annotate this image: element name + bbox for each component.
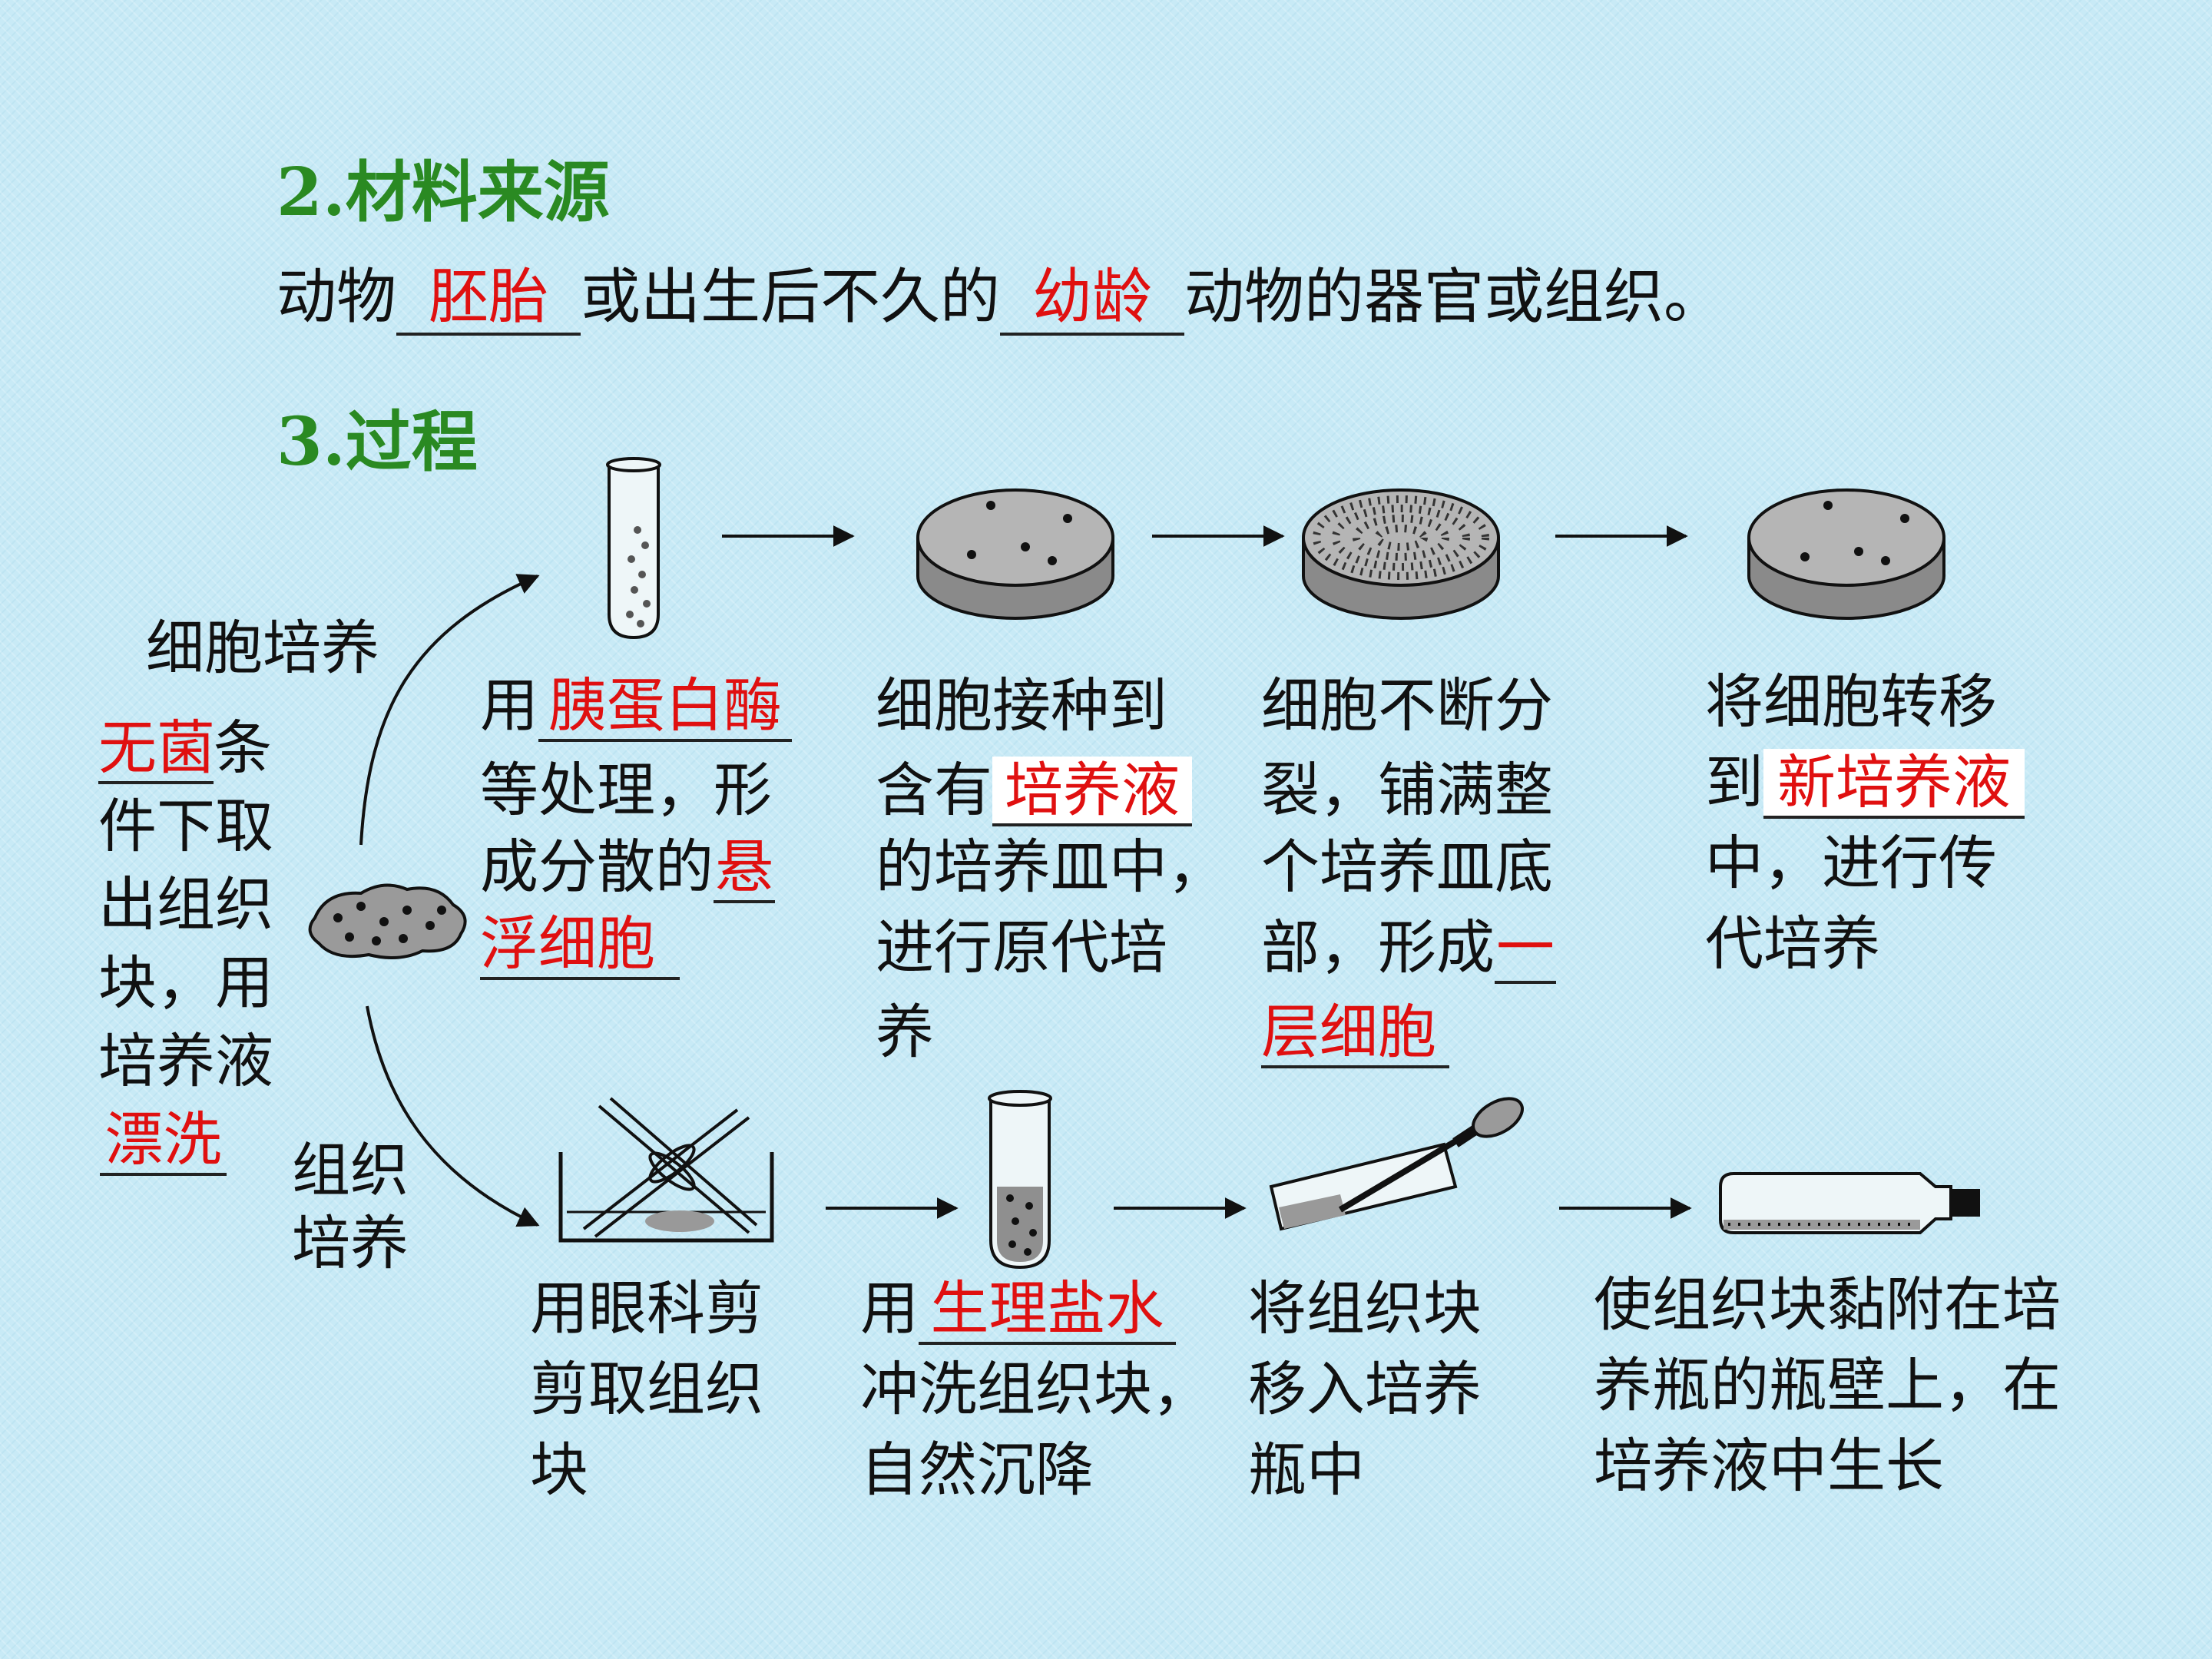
- bottom-step1-line3: 块: [530, 1435, 588, 1504]
- top-step3-line2: 裂，铺满整: [1261, 756, 1553, 824]
- top-step4-line3: 中，进行传: [1705, 829, 1997, 897]
- top-step1-line2: 等处理，形: [480, 756, 772, 824]
- answer-blank-rinse: 漂洗: [100, 1106, 227, 1177]
- label-tissue-culture-2: 培养: [292, 1209, 409, 1277]
- arrow-to-cell-culture: [359, 574, 540, 846]
- sentence-part-1: 动物: [276, 263, 397, 332]
- bottom-step4-line1: 使组织块黏附在培: [1594, 1270, 2061, 1339]
- top-step4-line4: 代培养: [1705, 909, 1880, 978]
- bottom-step2-text-a: 用: [860, 1274, 919, 1343]
- label-tissue-culture-1: 组织: [292, 1136, 409, 1204]
- left-line-4: 块，用: [98, 949, 273, 1017]
- bottom-step4-line3: 培养液中生长: [1594, 1432, 1944, 1500]
- petri-dish-subculture-icon: [1747, 488, 1945, 620]
- answer-blank-young: 幼龄: [1000, 263, 1185, 336]
- left-line-2: 件下取: [98, 792, 273, 860]
- answer-blank-embryo: 胚胎: [396, 263, 581, 336]
- top-step1-line3: 成分散的悬: [480, 826, 775, 909]
- label-cell-culture: 细胞培养: [146, 614, 379, 682]
- answer-blank-new-medium: 新培养液: [1763, 749, 2025, 820]
- bottom-step1-line2: 剪取组织: [530, 1355, 763, 1423]
- bottom-step3-line3: 瓶中: [1248, 1435, 1365, 1504]
- answer-blank-monolayer-b: 层细胞: [1261, 998, 1449, 1069]
- top-step3-text-d: 部，形成: [1261, 913, 1495, 982]
- sentence-part-3: 动物的器官或组织。: [1184, 263, 1724, 332]
- answer-blank-monolayer-a: 一: [1495, 914, 1556, 985]
- heading-material-source: 2.材料来源: [276, 154, 610, 231]
- top-step2-text-b: 含有: [876, 756, 992, 824]
- arrow-to-tissue-culture: [366, 1005, 540, 1227]
- left-text-1: 条: [214, 714, 272, 782]
- answer-blank-suspended-b: 浮细胞: [480, 910, 680, 981]
- answer-blank-suspended-a: 悬: [714, 833, 775, 904]
- beaker-with-scissors-icon: [558, 1097, 774, 1243]
- petri-dish-confluent-icon: [1302, 488, 1500, 620]
- answer-blank-medium: 培养液: [992, 757, 1192, 827]
- bottom-step2-line3: 自然沉降: [860, 1435, 1094, 1504]
- sentence-part-2: 或出生后不久的: [581, 263, 1001, 332]
- bottom-step1-line1: 用眼科剪: [530, 1274, 763, 1343]
- top-step4-line2: 到新培养液: [1705, 741, 2025, 824]
- tissue-lump-icon: [308, 883, 467, 959]
- bottom-step4-line2: 养瓶的瓶壁上，在: [1594, 1351, 2061, 1419]
- material-source-sentence: 动物胚胎或出生后不久的幼龄动物的器官或组织。: [276, 257, 1724, 338]
- top-step3-line1: 细胞不断分: [1261, 671, 1553, 740]
- top-step1-text-a: 用: [480, 671, 538, 740]
- left-line-3: 出组织: [98, 870, 273, 939]
- test-tube-icon: [606, 457, 661, 640]
- left-line-5: 培养液: [98, 1027, 273, 1095]
- top-step3-line3: 个培养皿底: [1261, 833, 1553, 901]
- top-step2-line5: 养: [876, 998, 934, 1066]
- bottom-step2-line2: 冲洗组织块，: [860, 1355, 1210, 1423]
- top-step1-text-c: 成分散的: [480, 833, 714, 901]
- top-step4-text-b: 到: [1705, 748, 1763, 816]
- answer-blank-sterile: 无菌: [98, 714, 215, 785]
- top-step2-line3: 的培养皿中，: [876, 833, 1226, 901]
- answer-blank-saline: 生理盐水: [919, 1275, 1176, 1346]
- left-line-6: 漂洗: [100, 1098, 227, 1181]
- bottom-step2-line1: 用生理盐水: [860, 1267, 1176, 1350]
- top-step2-line1: 细胞接种到: [876, 671, 1167, 740]
- flask-with-pipette-icon: [1269, 1097, 1524, 1231]
- top-step3-line4: 部，形成一: [1261, 906, 1556, 989]
- top-step4-line1: 将细胞转移: [1705, 667, 1997, 736]
- top-step2-line2: 含有培养液: [876, 749, 1192, 832]
- bottom-step3-line2: 移入培养: [1248, 1355, 1482, 1423]
- test-tube-sediment-icon: [988, 1090, 1052, 1270]
- heading-process: 3.过程: [276, 403, 478, 481]
- culture-bottle-icon: [1719, 1172, 1980, 1234]
- bottom-step3-line1: 将组织块: [1248, 1274, 1482, 1343]
- top-step1-line1: 用胰蛋白酶: [480, 664, 792, 747]
- top-step1-line4: 浮细胞: [480, 902, 680, 985]
- top-step2-line4: 进行原代培: [876, 913, 1167, 982]
- left-line-1: 无菌条: [98, 707, 272, 790]
- petri-dish-sparse-icon: [916, 488, 1114, 620]
- answer-blank-trypsin: 胰蛋白酶: [538, 672, 792, 743]
- top-step3-line5: 层细胞: [1261, 991, 1449, 1074]
